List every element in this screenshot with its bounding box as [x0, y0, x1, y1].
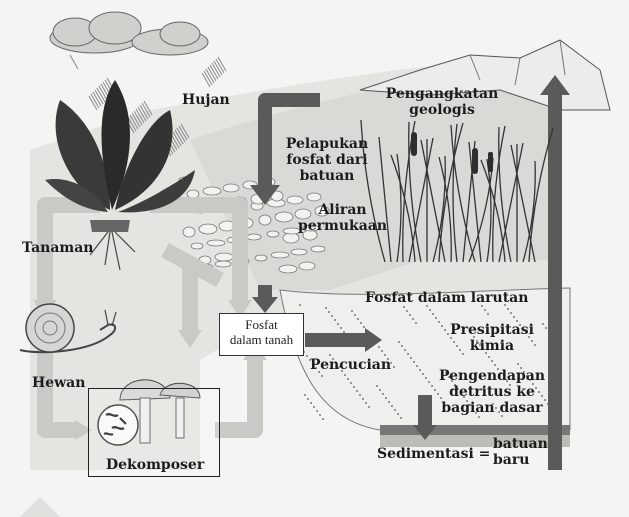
water-body	[279, 287, 571, 447]
page-corner-mark	[20, 497, 60, 517]
detritus-deposition-label: Pengendapan detritus ke bagian dasar	[438, 368, 545, 416]
leaching-label: Pencucian	[310, 357, 392, 373]
geological-uplift-label: Pengangkatan geologis	[385, 86, 499, 118]
surface-runoff-label: Aliran permukaan	[297, 202, 388, 234]
geological-arrows	[258, 93, 562, 470]
rain-cloud-icon	[49, 11, 227, 157]
new-rock-label: batuan baru	[493, 436, 548, 468]
plant-label: Tanaman	[22, 240, 94, 256]
snail-icon	[19, 303, 117, 354]
sedimentation-label: Sedimentasi =	[377, 446, 491, 462]
geological-arrowheads	[250, 75, 570, 440]
mushroom-icon	[119, 379, 201, 444]
decomposer-label: Dekomposer	[106, 457, 205, 473]
microbe-icon	[97, 404, 139, 446]
cattail-icon	[411, 132, 493, 174]
decomposer-box	[88, 388, 220, 477]
dissolved-phosphate-label: Fosfat dalam larutan	[365, 290, 529, 306]
soil-phosphate-box: Fosfat dalam tanah	[219, 313, 304, 356]
animal-label: Hewan	[32, 375, 86, 391]
rock-weathering-label: Pelapukan fosfat dari batuan	[285, 136, 369, 184]
rain-label: Hujan	[182, 92, 230, 108]
plant-icon	[45, 80, 195, 271]
chemical-precipitation-label: Presipitasi kimia	[450, 322, 534, 354]
reed-icon	[360, 119, 554, 263]
precipitate-dots	[299, 304, 559, 420]
